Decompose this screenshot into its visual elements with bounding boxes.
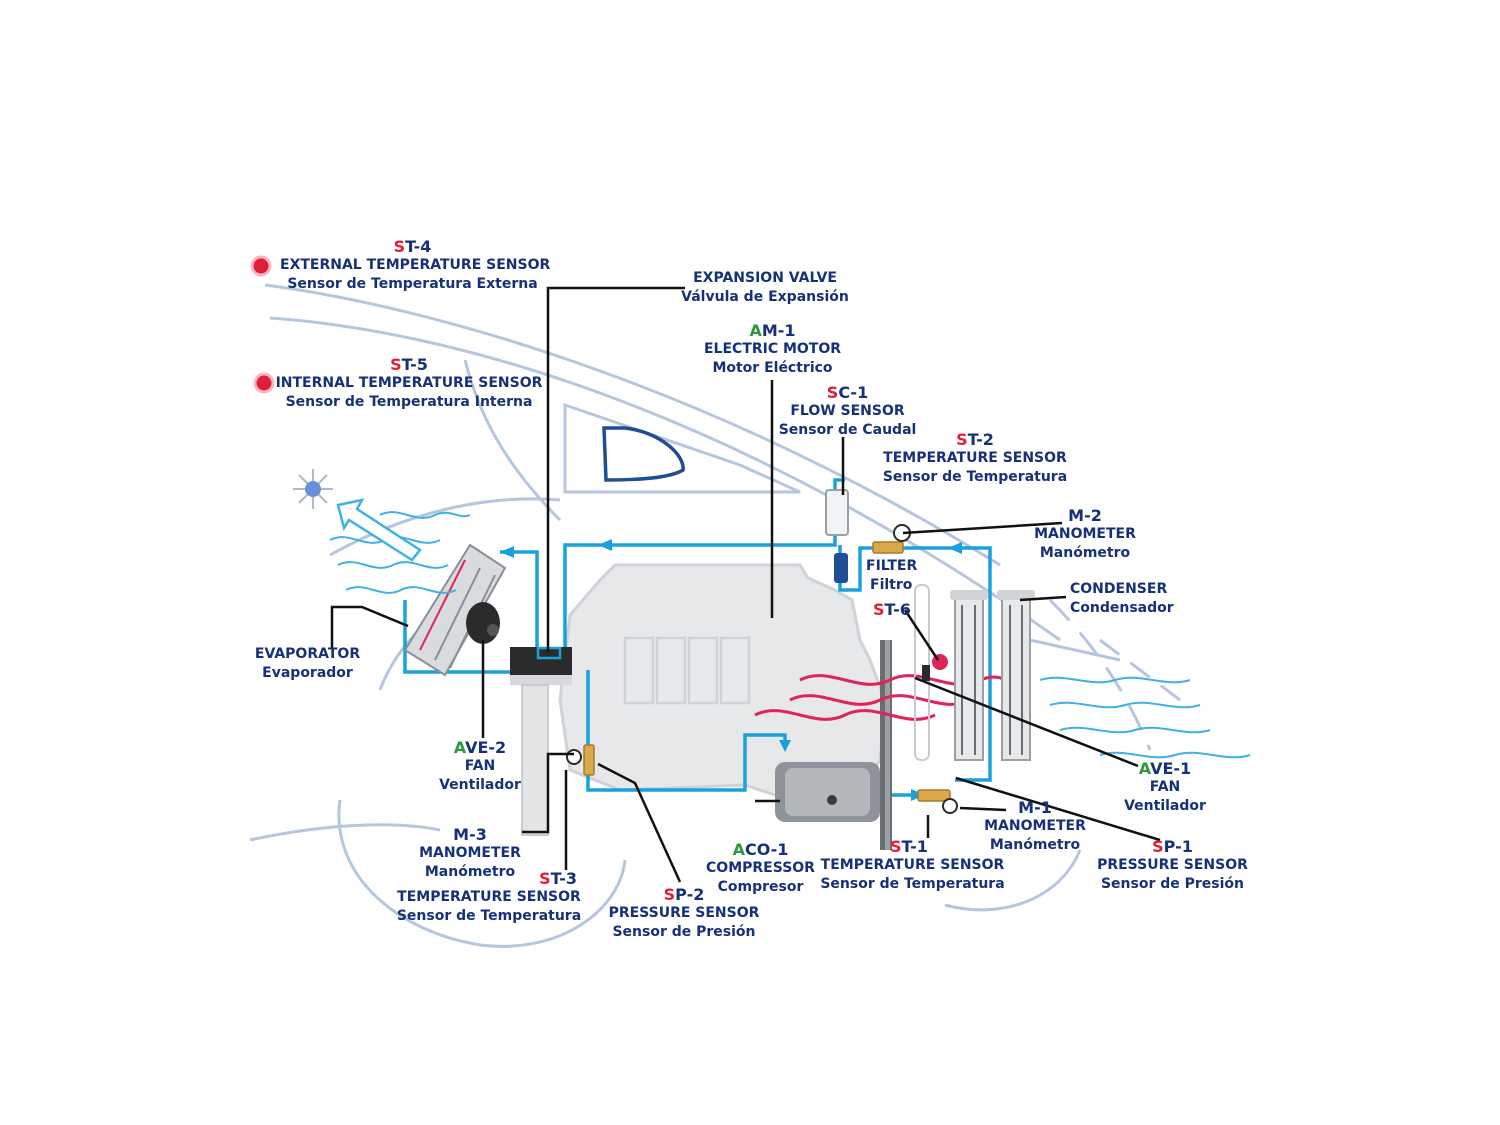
evaporator <box>403 543 507 677</box>
evaporator-label: EVAPORATOR Evaporador <box>254 646 361 681</box>
condenser <box>914 584 1035 761</box>
flow-arrows <box>500 539 962 801</box>
am1-label: AM-1 ELECTRIC MOTOR Motor Eléctrico <box>703 321 842 376</box>
ave2-label: AVE-2 FAN Ventilador <box>439 738 521 793</box>
st4-label: ST-4 EXTERNAL TEMPERATURE SENSOR Sensor … <box>280 237 551 292</box>
sp1-label: SP-1 PRESSURE SENSOR Sensor de Presión <box>1097 837 1248 892</box>
st5-label: ST-5 INTERNAL TEMPERATURE SENSOR Sensor … <box>275 355 543 410</box>
status-dots <box>250 255 275 394</box>
expansion-valve-label: EXPANSION VALVE Válvula de Expansión <box>681 270 849 305</box>
condenser-label: CONDENSER Condensador <box>1070 581 1174 616</box>
compressor <box>775 640 892 850</box>
st1-label: ST-1 TEMPERATURE SENSOR Sensor de Temper… <box>820 837 1005 892</box>
sp2-label: SP-2 PRESSURE SENSOR Sensor de Presión <box>608 885 760 940</box>
flow-sensor <box>825 489 849 536</box>
snowflake-icon <box>293 469 333 509</box>
expansion-valve <box>510 646 572 836</box>
ave1-label: AVE-1 FAN Ventilador <box>1124 759 1206 814</box>
aco1-label: ACO-1 COMPRESSOR Compresor <box>706 840 815 895</box>
st2-label: ST-2 TEMPERATURE SENSOR Sensor de Temper… <box>882 430 1068 485</box>
sc1-label: SC-1 FLOW SENSOR Sensor de Caudal <box>778 383 917 438</box>
m3-label: M-3 MANOMETER Manómetro <box>419 825 521 880</box>
m1-label: M-1 MANOMETER Manómetro <box>984 798 1086 853</box>
outside-air-waves <box>1039 676 1251 759</box>
leader-lines <box>330 286 1161 883</box>
air-flow-arrow-icon <box>336 498 422 562</box>
filter-component <box>834 553 848 583</box>
brass-fittings <box>583 541 951 802</box>
st3-label: ST-3 TEMPERATURE SENSOR Sensor de Temper… <box>396 869 582 924</box>
m2-label: M-2 MANOMETER Manómetro <box>1034 506 1136 561</box>
filter-label: FILTER Filtro <box>866 558 918 593</box>
st6-label: ST-6 <box>873 600 911 619</box>
headlight <box>563 402 801 494</box>
